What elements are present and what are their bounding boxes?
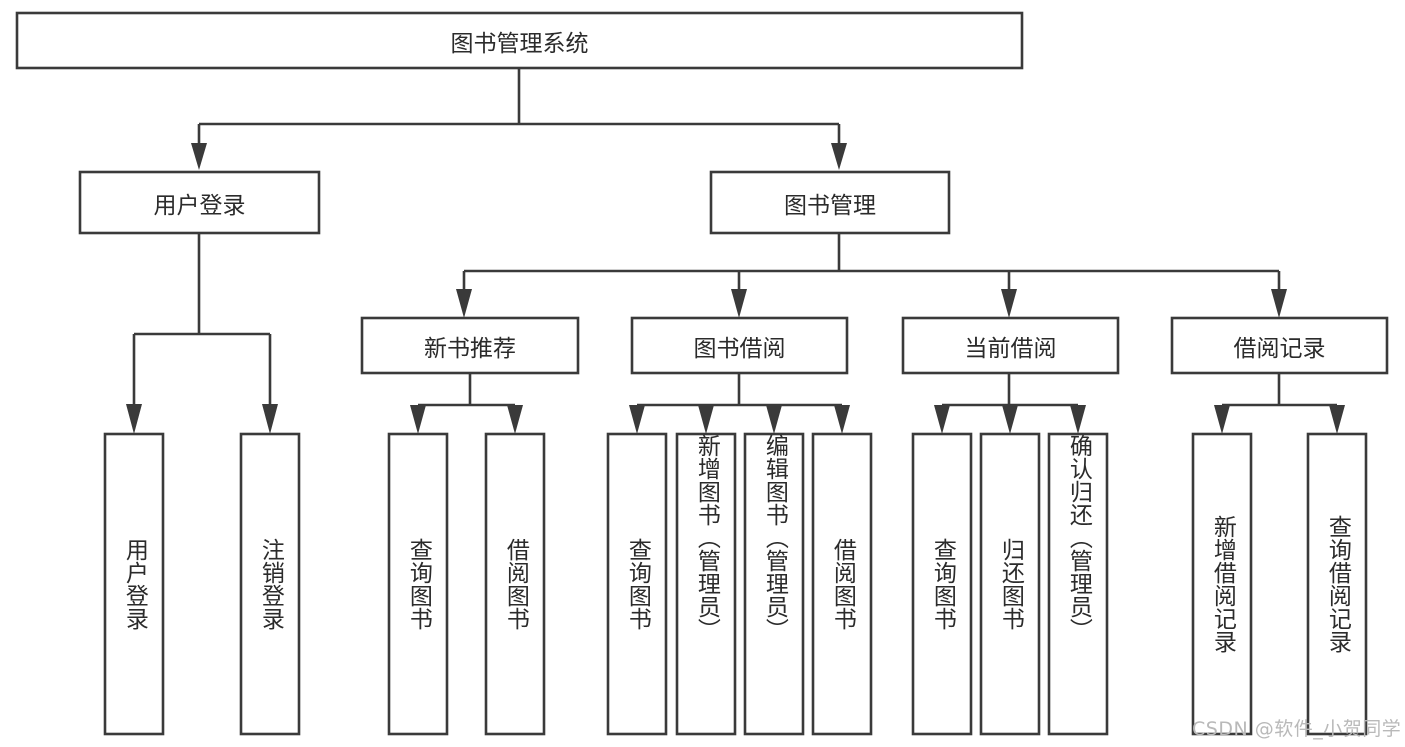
arrow-head-book-manage: [831, 143, 847, 170]
arrow-head-bb-leaf-1: [698, 405, 714, 434]
node-box-leaf-user-login-0[interactable]: [103, 432, 165, 736]
arrow-head-cb-leaf-0: [934, 405, 950, 434]
arrow-head-br-leaf-0: [1214, 405, 1230, 434]
node-box-leaf-cb-1[interactable]: [979, 432, 1041, 736]
node-box-borrow-record[interactable]: [1170, 316, 1389, 375]
node-box-leaf-user-login-1[interactable]: [239, 432, 301, 736]
node-box-leaf-bb-2[interactable]: [743, 432, 805, 736]
node-box-leaf-cb-2[interactable]: [1047, 432, 1109, 736]
connector-group-book-borrow: [629, 373, 850, 434]
arrow-head-cb-leaf-2: [1070, 405, 1086, 434]
arrow-head-br-leaf-1: [1329, 405, 1345, 434]
arrow-head-user-login-leaf-0: [126, 404, 142, 434]
node-box-leaf-br-1[interactable]: [1306, 432, 1368, 736]
connector-group-root: [191, 68, 847, 170]
arrow-head-user-login: [191, 143, 207, 170]
node-box-leaf-bb-3[interactable]: [811, 432, 873, 736]
arrow-head-bb-leaf-0: [629, 405, 645, 434]
arrow-head-current-borrow: [1001, 289, 1017, 318]
node-box-book-manage[interactable]: [709, 170, 951, 235]
node-box-leaf-nbr-1[interactable]: [484, 432, 546, 736]
connector-group-borrow-record: [1214, 373, 1345, 434]
node-box-root[interactable]: [15, 11, 1024, 70]
connector-group-current-borrow: [934, 373, 1086, 434]
node-box-leaf-bb-0[interactable]: [606, 432, 668, 736]
node-box-user-login[interactable]: [78, 170, 321, 235]
arrow-head-bb-leaf-2: [766, 405, 782, 434]
arrow-head-new-book-recommend: [456, 289, 472, 318]
connector-group-user-login: [126, 233, 278, 434]
node-box-current-borrow[interactable]: [901, 316, 1120, 375]
node-box-leaf-br-0[interactable]: [1191, 432, 1253, 736]
arrow-head-nbr-leaf-1: [507, 405, 523, 434]
arrow-head-cb-leaf-1: [1002, 405, 1018, 434]
node-box-leaf-nbr-0[interactable]: [387, 432, 449, 736]
arrow-head-nbr-leaf-0: [410, 405, 426, 434]
arrow-head-book-borrow: [731, 289, 747, 318]
connector-group-new-book-recommend: [410, 373, 523, 434]
node-box-book-borrow[interactable]: [630, 316, 849, 375]
arrow-head-user-login-leaf-1: [262, 404, 278, 434]
connector-group-book-manage: [456, 233, 1287, 318]
node-box-new-book-recommend[interactable]: [360, 316, 580, 375]
node-box-leaf-cb-0[interactable]: [911, 432, 973, 736]
node-box-leaf-bb-1[interactable]: [675, 432, 737, 736]
arrow-head-borrow-record: [1271, 289, 1287, 318]
arrow-head-bb-leaf-3: [834, 405, 850, 434]
